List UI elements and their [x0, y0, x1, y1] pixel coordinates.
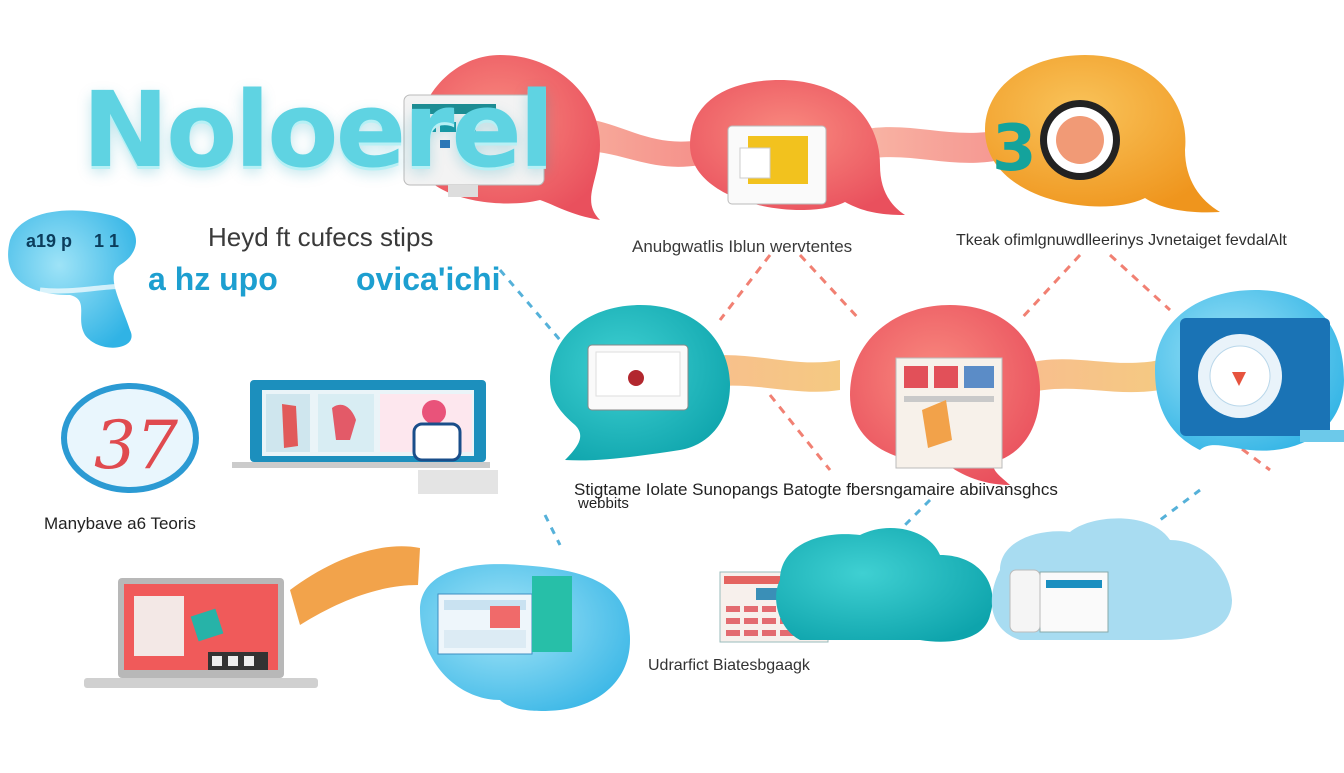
connector-line [768, 394, 832, 471]
teal-blob-window [420, 564, 630, 711]
connector-line [498, 269, 562, 341]
orange-bubble-number: 3 [992, 112, 1037, 186]
caption-bottom: Udrarfict Biatesbgaagk [648, 657, 810, 674]
subtitle-blue-right: ovica'ichi [356, 261, 501, 297]
caption-middle-2: webbits [578, 495, 629, 512]
chat-bubble-orange: 3 [985, 55, 1220, 213]
number-badge-37: 37 [61, 383, 199, 493]
caption-badge: Manybave a6 Teoris [44, 514, 196, 533]
caption-middle: Stigtame Iolate Sunopangs Batogte fbersn… [574, 480, 1058, 499]
light-blue-cloud [991, 518, 1232, 640]
logo-text: Noloerel [82, 69, 555, 191]
teal-cloud [776, 527, 993, 642]
caption-top-right: Tkeak ofimlgnuwdlleerinys Jvnetaiget fev… [956, 232, 1287, 249]
blue-speech-blob [8, 210, 182, 348]
caption-top-middle: Anubgwatlis Iblun wervtentes [632, 237, 853, 256]
video-conference-monitor [232, 380, 498, 494]
orange-hand-stream [290, 546, 420, 625]
chat-bubble-coral-2 [690, 80, 905, 215]
connector-line [1108, 253, 1172, 312]
blob-label-a: a19 p [26, 231, 73, 251]
badge-number: 37 [94, 407, 178, 484]
laptop-icon [84, 578, 318, 688]
chat-bubble-teal [550, 305, 730, 461]
connector-line [1159, 488, 1201, 522]
chat-bubble-coral-3 [850, 305, 1040, 485]
chat-bubble-coral-1 [403, 55, 600, 220]
connector-line [798, 253, 862, 322]
chat-bubble-sky [1155, 290, 1344, 451]
connector-line [543, 514, 562, 546]
subtitle-blue-left: a hz upo [148, 261, 278, 297]
connector-line [1018, 253, 1082, 322]
blob-label-b: 1 1 [94, 231, 120, 251]
flow-stream [1020, 359, 1160, 395]
flow-stream [860, 127, 1000, 163]
subtitle-heyd: Heyd ft cufecs stips [208, 222, 434, 252]
connector-line [718, 254, 772, 321]
